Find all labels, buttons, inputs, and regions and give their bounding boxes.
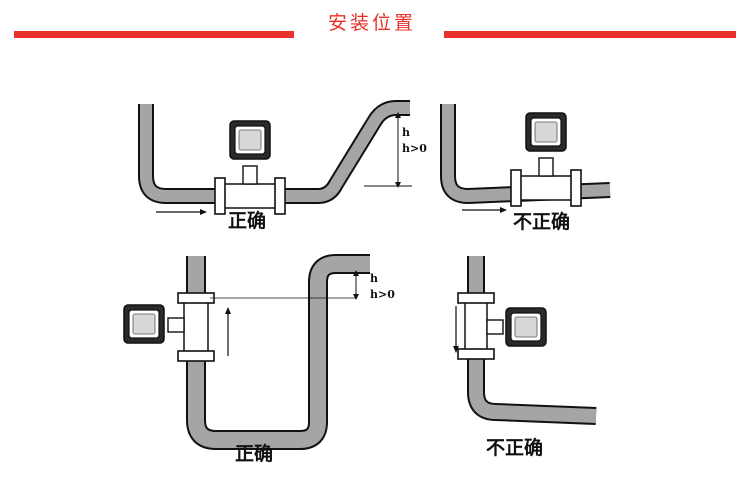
h-condition-diagram-1: h>0	[402, 142, 427, 155]
h-label-diagram-3: h	[370, 272, 378, 285]
h-condition-diagram-3: h>0	[370, 288, 395, 301]
flow-arrow	[225, 307, 231, 356]
flowmeter-icon	[505, 307, 547, 347]
diagram-incorrect-2	[440, 104, 611, 213]
caption-diagram-3: 正确	[235, 443, 274, 465]
diagram-incorrect-4	[453, 256, 597, 425]
flowmeter-icon	[123, 304, 165, 344]
height-dimension	[353, 270, 359, 300]
header-line-left	[14, 31, 294, 38]
caption-diagram-1: 正确	[228, 210, 267, 232]
header-line-right	[444, 31, 736, 38]
flowmeter-icon	[229, 120, 271, 160]
diagram-correct-3	[123, 254, 370, 450]
flow-arrow	[462, 207, 507, 213]
flow-arrow	[453, 306, 459, 353]
height-dimension	[364, 112, 412, 188]
caption-diagram-2: 不正确	[513, 211, 571, 233]
page-title: 安装位置	[327, 12, 416, 34]
diagram-correct-1	[138, 100, 412, 215]
flowmeter-icon	[525, 112, 567, 152]
flow-arrow	[156, 209, 207, 215]
h-label-diagram-1: h	[402, 126, 410, 139]
caption-diagram-4: 不正确	[486, 437, 544, 459]
